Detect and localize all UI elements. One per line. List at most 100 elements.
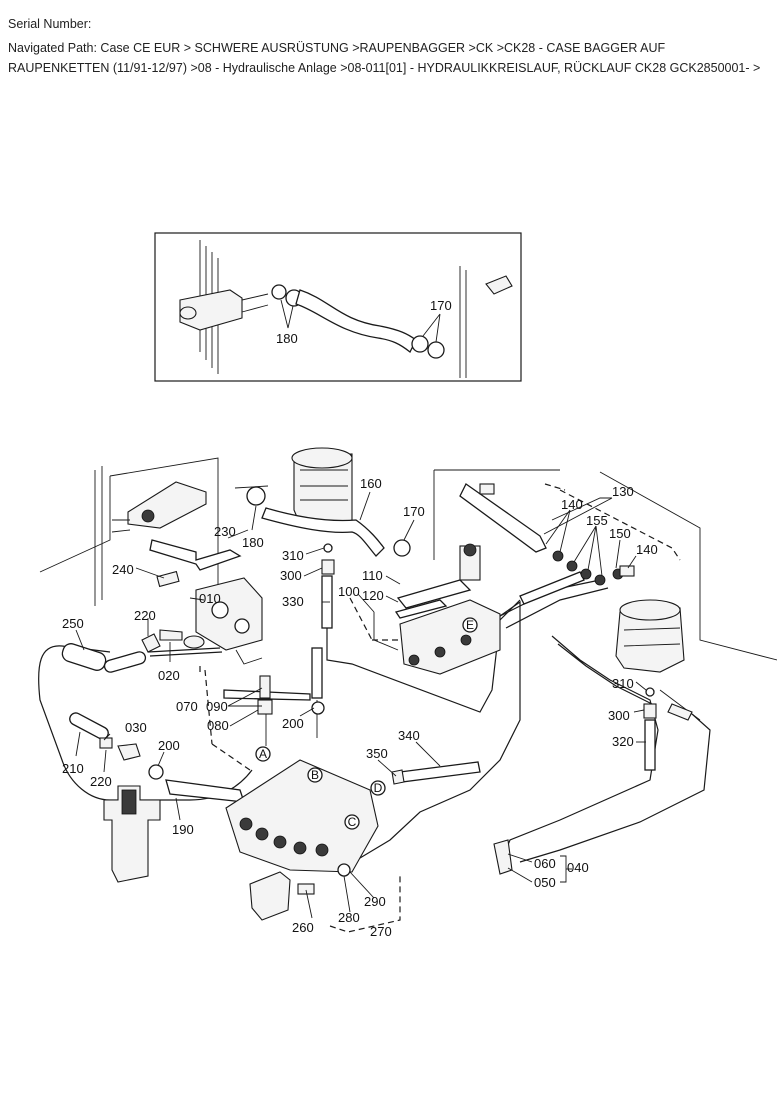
- leader-lines: [75, 491, 647, 919]
- swivel-joint: [103, 785, 161, 883]
- leader-180: [251, 505, 257, 531]
- pipe-100: [373, 612, 399, 651]
- callout-170: 170: [403, 504, 425, 519]
- callout-250: 250: [62, 616, 84, 631]
- inset-detail: 180 170: [154, 232, 522, 382]
- pipe-130: [459, 483, 547, 553]
- pipe-320: [644, 719, 656, 771]
- inset-leader-180: [280, 299, 294, 329]
- inset-pipe: [241, 293, 269, 313]
- callout-260: 260: [292, 920, 314, 935]
- spool-1: [239, 817, 253, 831]
- valve-top: [463, 543, 477, 557]
- fitting-300b: [643, 703, 657, 719]
- spool-2: [255, 827, 269, 841]
- callout-170-inset: 170: [430, 298, 452, 313]
- bracket-040: [560, 855, 567, 883]
- leader-170: [403, 519, 415, 541]
- leader-340: [415, 741, 441, 767]
- clamp-220b: [99, 737, 113, 749]
- callout-300a: 300: [280, 568, 302, 583]
- pump-outlet: [235, 649, 263, 665]
- callout-060: 060: [534, 856, 556, 871]
- spool-4: [293, 841, 307, 855]
- inset-hose: [295, 289, 417, 354]
- callout-155: 155: [586, 513, 608, 528]
- pump-port: [211, 601, 229, 619]
- inset-leader-170: [422, 313, 441, 343]
- pipe-110: [396, 579, 472, 609]
- leader-310: [305, 547, 325, 555]
- clamp-200b: [311, 701, 325, 715]
- clamp-200a: [148, 764, 164, 780]
- leader-280: [343, 875, 351, 913]
- callout-220b: 220: [90, 774, 112, 789]
- fitting-240: [156, 570, 180, 588]
- leader-200b: [299, 707, 315, 717]
- callout-010: 010: [199, 591, 221, 606]
- right-motor: [519, 599, 711, 863]
- callout-140a: 140: [561, 497, 583, 512]
- callout-160: 160: [360, 476, 382, 491]
- washer-310: [323, 543, 333, 553]
- leader-300b: [633, 709, 645, 713]
- upper-left-pipe: [111, 519, 131, 533]
- main-valve: [199, 647, 481, 933]
- pipe-right-loop: [519, 713, 711, 863]
- pipe-130-cap: [479, 483, 495, 495]
- callout-210: 210: [62, 761, 84, 776]
- leader-200a: [157, 751, 165, 767]
- fitting-155b: [580, 568, 592, 580]
- callout-180-inset: 180: [276, 331, 298, 346]
- inset-tank-fitting: [485, 275, 513, 295]
- right-pipes: [349, 483, 659, 865]
- fitting-090: [259, 675, 271, 699]
- frame-dashed: [349, 483, 681, 641]
- motor-ribs: [623, 627, 681, 647]
- pilot-valve: [249, 871, 291, 921]
- control-valve-e: [373, 543, 501, 675]
- callout-340: 340: [398, 728, 420, 743]
- callout-120: 120: [362, 588, 384, 603]
- marker-e-label: E: [466, 618, 474, 632]
- callout-200b: 200: [282, 716, 304, 731]
- valve-port-2: [434, 646, 446, 658]
- fitting-140a: [552, 550, 564, 562]
- leader-230: [227, 529, 249, 539]
- callout-labels: 010 020 030 040 050 060 070 080 090 100 …: [62, 476, 658, 939]
- inset-clamp-170b: [427, 341, 445, 359]
- inset-clamp-170a: [411, 335, 429, 353]
- inset-frame: [154, 232, 522, 382]
- callout-200a: 200: [158, 738, 180, 753]
- connector-020: [159, 629, 183, 641]
- leader-100: [357, 593, 375, 613]
- leader-030: [103, 733, 111, 741]
- leader-070-090: [227, 687, 263, 707]
- callout-350: 350: [366, 746, 388, 761]
- leader-140b: [627, 555, 637, 569]
- marker-d: [370, 780, 386, 796]
- frame-outline: [39, 457, 777, 721]
- navigated-path: Navigated Path: Case CE EUR > SCHWERE AU…: [8, 41, 761, 75]
- leader-220b: [103, 749, 107, 773]
- leader-110: [385, 575, 401, 585]
- motor-cap: [619, 599, 681, 621]
- dashed-270: [329, 874, 401, 933]
- leader-350: [377, 759, 397, 777]
- leader-050: [507, 867, 533, 883]
- callout-180: 180: [242, 535, 264, 550]
- hose-210: [69, 712, 109, 740]
- pipe-230: [149, 539, 242, 571]
- leader-120: [385, 595, 399, 603]
- fitting-155a: [566, 560, 578, 572]
- marker-d-label: D: [374, 781, 383, 795]
- leader-160: [359, 491, 371, 521]
- left-components: [38, 481, 263, 883]
- inset-clamp-180a: [271, 284, 287, 300]
- main-valve-body: [225, 759, 379, 873]
- leader-240: [135, 567, 165, 579]
- leader-290: [349, 871, 375, 899]
- valve-port-1: [408, 654, 420, 666]
- callout-190: 190: [172, 822, 194, 837]
